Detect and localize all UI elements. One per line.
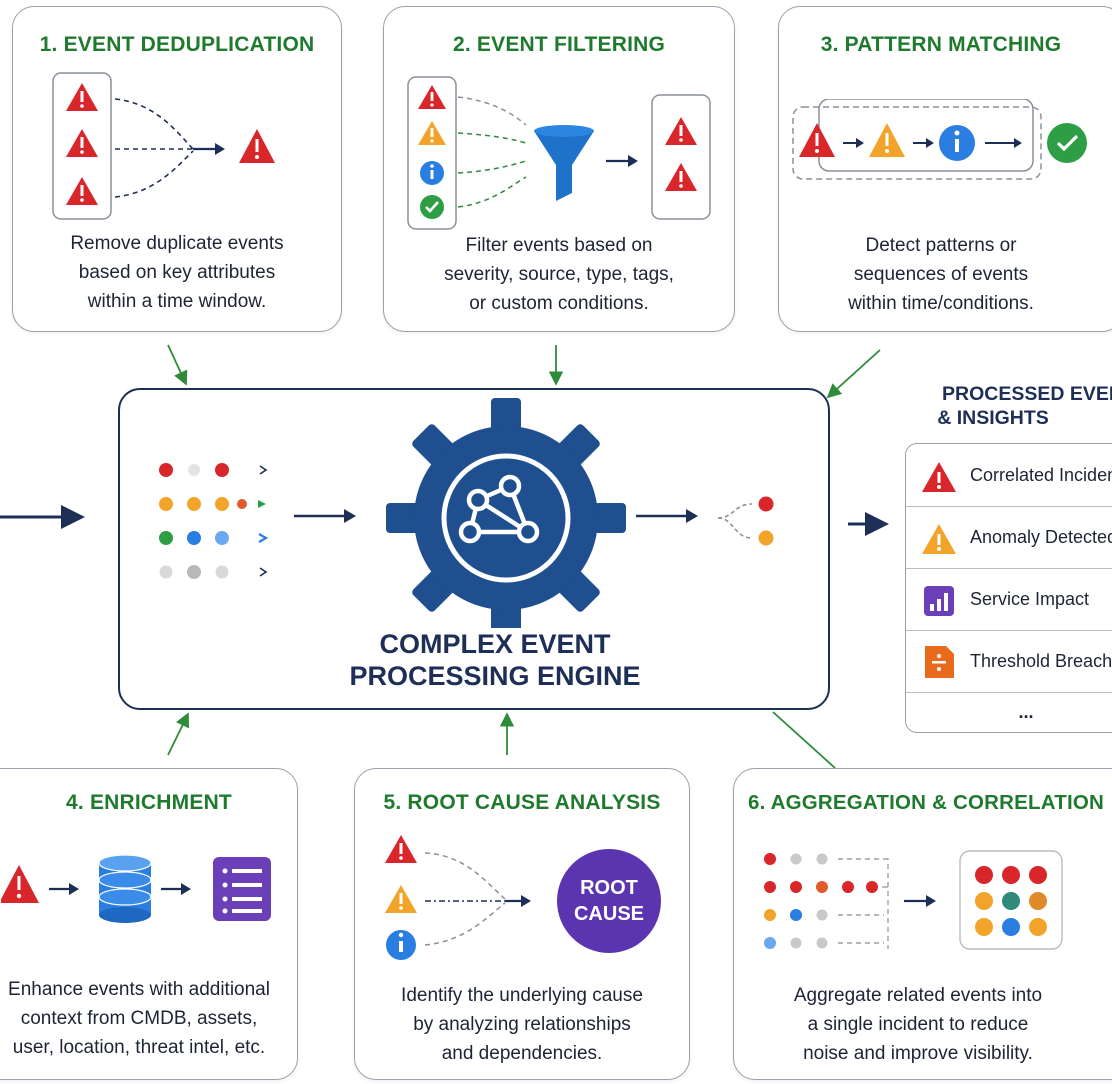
info-icon	[386, 930, 416, 960]
warning-icon	[418, 85, 446, 109]
database-icon	[98, 854, 152, 923]
desc-line: and dependencies.	[441, 1043, 603, 1064]
desc-line: within time/conditions.	[848, 293, 1034, 314]
aggregated-incident-grid	[975, 866, 1047, 936]
engine-label-line: PROCESSING ENGINE	[349, 661, 641, 691]
card-aggregation-correlation: 6. AGGREGATION & CORRELATION	[733, 768, 1112, 1080]
output-item-correlated-incidents[interactable]: Correlated Incidents	[906, 448, 1112, 507]
desc-line: a single incident to reduce	[807, 1014, 1029, 1035]
card-description: Enhance events with additional context f…	[0, 975, 297, 1062]
engine-illustration	[159, 398, 774, 628]
rca-illustration	[385, 835, 661, 960]
engine-label: COMPLEX EVENT PROCESSING ENGINE	[300, 628, 690, 692]
dedup-illustration	[52, 72, 275, 220]
root-cause-badge-label: ROOT CAUSE	[557, 875, 661, 927]
warning-icon	[239, 129, 275, 163]
warning-icon	[665, 117, 697, 145]
warning-icon	[385, 835, 417, 863]
funnel-icon	[534, 125, 594, 201]
desc-line: sequences of events	[853, 264, 1029, 285]
warning-orange-icon	[922, 524, 956, 554]
card-description: Identify the underlying cause by analyzi…	[365, 981, 679, 1068]
gear-icon	[386, 398, 626, 628]
event-stream-rows	[764, 853, 889, 949]
output-title: PROCESSED EVENTS & INSIGHTS	[915, 382, 1112, 430]
info-icon	[939, 125, 975, 161]
connector-pattern-to-engine	[826, 349, 881, 399]
connector-enrich-to-engine	[167, 712, 189, 756]
desc-line: Identify the underlying cause	[401, 985, 643, 1006]
warning-orange-icon	[418, 121, 446, 145]
warning-orange-icon	[869, 123, 905, 157]
warning-icon	[66, 129, 98, 157]
desc-line: Filter events based on	[465, 235, 653, 256]
connector-dedup-to-engine	[167, 344, 188, 386]
card-title: 2. EVENT FILTERING	[452, 33, 666, 56]
event-dot-grid	[159, 463, 269, 579]
check-icon	[1047, 123, 1087, 163]
desc-line: based on key attributes	[78, 262, 276, 283]
warning-icon	[1, 865, 39, 903]
desc-line: Remove duplicate events	[70, 233, 284, 254]
output-list: Correlated Incidents Anomaly Detected Se…	[905, 443, 1112, 733]
card-description: Aggregate related events into a single i…	[734, 981, 1102, 1068]
card-description: Filter events based on severity, source,…	[394, 231, 724, 318]
threshold-icon	[925, 646, 954, 678]
warning-icon	[799, 123, 835, 157]
root-cause-badge	[557, 849, 661, 953]
document-list-icon	[213, 857, 271, 921]
card-event-deduplication: 1. EVENT DEDUPLICATION Remove duplicate …	[12, 6, 342, 332]
output-item-label: Anomaly Detected	[970, 527, 1112, 547]
card-title: 3. PATTERN MATCHING	[820, 33, 1062, 56]
output-title-line: & INSIGHTS	[937, 407, 1049, 429]
desc-line: by analyzing relationships	[413, 1014, 631, 1035]
info-icon	[420, 161, 444, 185]
card-title: 6. AGGREGATION & CORRELATION	[747, 791, 1104, 814]
card-event-filtering: 2. EVENT FILTERING Filter events based o…	[383, 6, 735, 332]
output-item-anomaly-detected[interactable]: Anomaly Detected	[906, 510, 1112, 569]
bar-chart-icon	[924, 586, 954, 616]
card-title: 1. EVENT DEDUPLICATION	[39, 33, 315, 56]
desc-line: Enhance events with additional	[8, 979, 270, 1000]
warning-icon	[66, 83, 98, 111]
output-item-label: Correlated Incidents	[970, 465, 1112, 485]
desc-line: noise and improve visibility.	[803, 1043, 1033, 1064]
engine-label-line: COMPLEX EVENT	[379, 629, 611, 659]
output-item-threshold-breach[interactable]: Threshold Breach	[906, 634, 1112, 693]
card-description: Detect patterns or sequences of events w…	[759, 231, 1112, 318]
check-icon	[420, 195, 444, 219]
badge-line: CAUSE	[573, 903, 644, 925]
output-item-service-impact[interactable]: Service Impact	[906, 572, 1112, 631]
desc-line: Detect patterns or	[865, 235, 1017, 256]
desc-line: user, location, threat intel, etc.	[12, 1037, 266, 1058]
output-item-label: Service Impact	[970, 589, 1090, 609]
card-title: 4. ENRICHMENT	[66, 791, 232, 814]
output-title-line: PROCESSED EVENTS	[942, 383, 1112, 405]
output-item-label: Threshold Breach	[970, 651, 1112, 671]
warning-icon	[66, 177, 98, 205]
warning-red-icon	[922, 462, 956, 492]
desc-line: or custom conditions.	[469, 293, 649, 314]
output-more: ...	[1018, 702, 1034, 722]
desc-line: within a time window.	[87, 291, 267, 312]
card-enrichment: 4. ENRICHMENT Enhance events with additi	[0, 768, 298, 1080]
desc-line: context from CMDB, assets,	[20, 1008, 258, 1029]
output-split-icon	[717, 496, 774, 546]
desc-line: Aggregate related events into	[793, 985, 1043, 1006]
warning-orange-icon	[385, 885, 417, 913]
card-root-cause-analysis: 5. ROOT CAUSE ANALYSIS ROOT CAUSE Identi…	[354, 768, 690, 1080]
card-pattern-matching: 3. PATTERN MATCHING Detect patterns or s…	[778, 6, 1112, 332]
connector-agg-to-engine	[772, 711, 836, 769]
badge-line: ROOT	[580, 877, 638, 899]
enrichment-illustration	[1, 854, 271, 923]
card-title: 5. ROOT CAUSE ANALYSIS	[383, 791, 661, 814]
filter-illustration	[407, 76, 711, 230]
card-description: Remove duplicate events based on key att…	[23, 229, 331, 316]
aggregation-illustration	[764, 850, 1063, 950]
pattern-illustration	[792, 99, 1087, 180]
desc-line: severity, source, type, tags,	[444, 264, 674, 285]
warning-icon	[665, 163, 697, 191]
